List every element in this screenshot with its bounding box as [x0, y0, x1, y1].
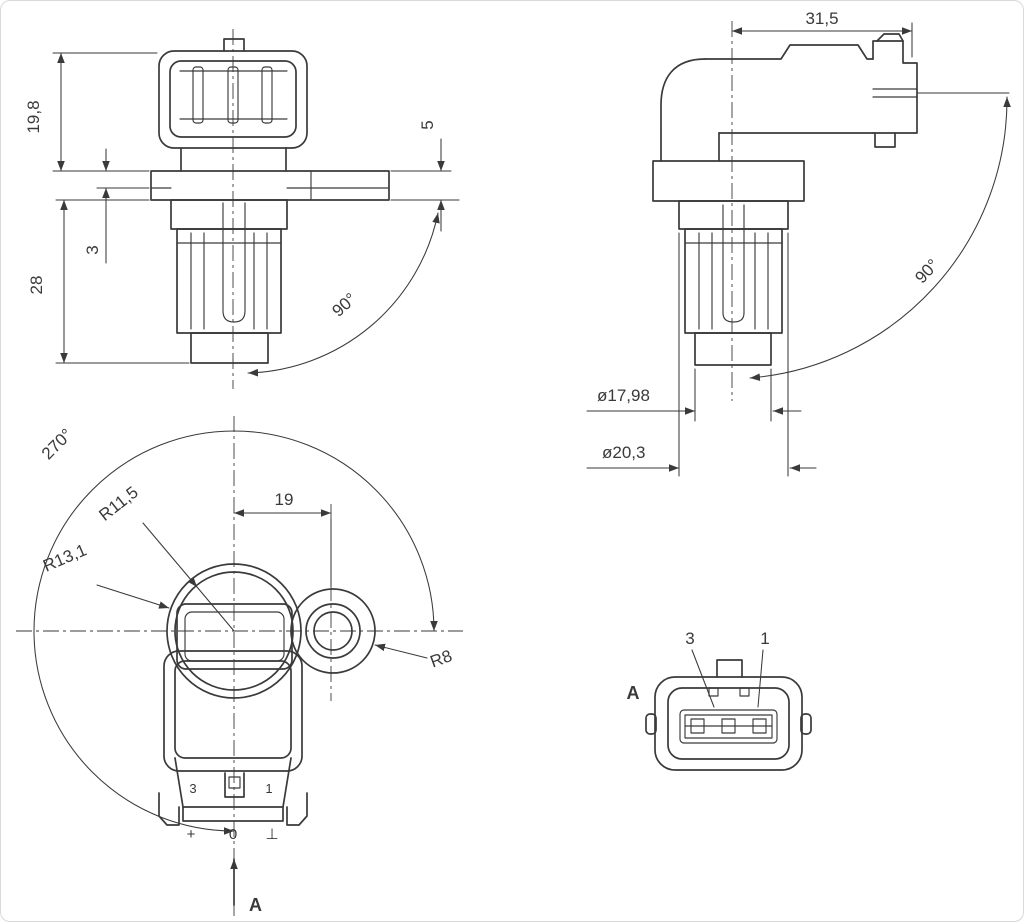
front-part-outline [150, 38, 390, 364]
symbol-ground: ⊥ [265, 826, 278, 843]
connector-details [679, 687, 778, 744]
dim-radius-outer: R13,1 [40, 540, 89, 575]
symbol-plus: + [187, 826, 196, 843]
top-dimensions: 19 R11,5 R13,1 R8 3 1 + 0 ⊥ A [40, 483, 454, 915]
dim-rotation-angle: 270° [38, 425, 76, 463]
side-part-details [684, 88, 918, 330]
dim-tip-diameter: ø17,98 [597, 386, 650, 405]
connector-view: 3 1 A [627, 629, 812, 771]
dim-body-length: 28 [27, 276, 46, 295]
dim-ear-offset: 19 [275, 490, 294, 509]
side-dimensions: 31,5 90° ø17,98 ø20,3 [586, 9, 1011, 477]
top-part-details [184, 611, 285, 789]
symbol-signal: 0 [229, 826, 237, 843]
top-view: 270° 19 R11 [16, 416, 463, 916]
front-part-details [150, 66, 390, 330]
dim-flange-thickness: 5 [418, 120, 437, 129]
side-angle-arc [749, 96, 1011, 381]
front-view: 19,8 28 3 5 90° [24, 29, 460, 389]
connector-pin-left-label: 3 [685, 629, 694, 648]
dim-connector-width: 31,5 [805, 9, 838, 28]
side-view: 31,5 90° ø17,98 ø20,3 [586, 9, 1011, 477]
front-dimensions: 19,8 28 3 5 90° [24, 52, 460, 377]
front-angle-arc [247, 212, 440, 377]
view-arrow-label: A [249, 895, 262, 915]
dim-radius-ear: R8 [428, 646, 455, 671]
dim-step: 3 [83, 245, 102, 254]
connector-outline [645, 659, 812, 771]
pin-leader-lines [691, 649, 764, 708]
dim-body-diameter: ø20,3 [602, 443, 645, 462]
side-part-outline [652, 33, 918, 366]
pin-label-left: 3 [189, 781, 196, 796]
connector-pin-right-label: 1 [760, 629, 769, 648]
dim-front-angle: 90° [328, 289, 360, 320]
connector-view-label: A [627, 683, 640, 703]
dim-radius-inner: R11,5 [95, 483, 141, 525]
pin-label-right: 1 [265, 781, 272, 796]
rotation-arc [33, 430, 438, 835]
dim-connector-height: 19,8 [24, 100, 43, 133]
